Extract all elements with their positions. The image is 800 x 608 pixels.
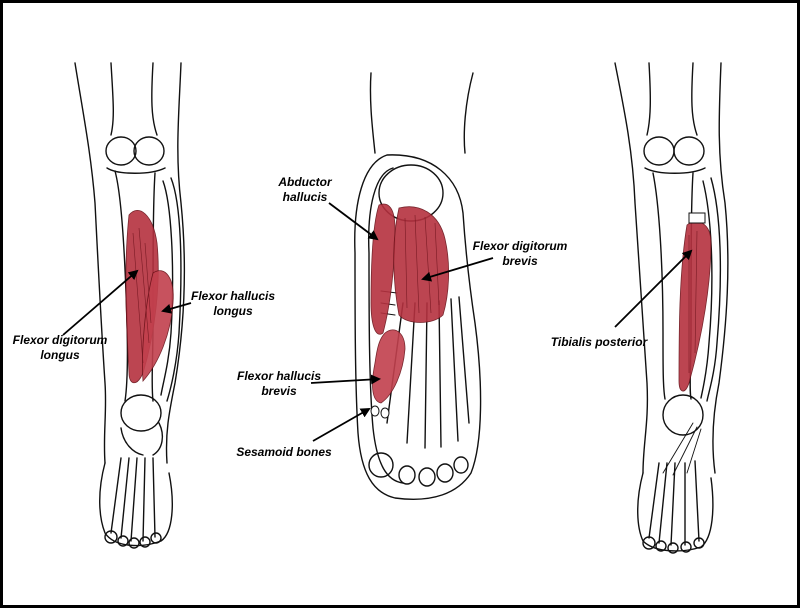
label-line: longus	[40, 348, 80, 362]
sesamoid-bone	[380, 407, 390, 419]
flexor-digitorum-brevis-muscle	[393, 206, 450, 323]
pointer-flexor-hallucis-brevis	[310, 374, 381, 385]
pointer-tibialis-posterior	[614, 249, 693, 328]
sesamoid-bone	[370, 405, 380, 417]
label-line: Flexor digitorum	[12, 333, 108, 347]
label-line: brevis	[261, 384, 297, 398]
left-leg-muscles	[125, 209, 174, 384]
label-line: brevis	[502, 254, 538, 268]
label-abductor-hallucis: Abductor hallucis	[265, 175, 345, 205]
label-line: longus	[213, 304, 253, 318]
label-flexor-digitorum-brevis: Flexor digitorum brevis	[465, 239, 575, 269]
tibialis-origin-notch	[688, 212, 706, 224]
diagram-panel: Flexor digitorum longus Flexor hallucis …	[3, 3, 797, 605]
label-line: Flexor hallucis	[236, 369, 322, 383]
label-flexor-hallucis-brevis: Flexor hallucis brevis	[229, 369, 329, 399]
label-line: Tibialis posterior	[550, 335, 648, 349]
label-line: Sesamoid bones	[236, 445, 332, 459]
label-line: Flexor hallucis	[190, 289, 276, 303]
pointer-flexor-digitorum-brevis	[421, 257, 494, 282]
tibialis-posterior-muscle	[678, 221, 712, 392]
pointer-flexor-digitorum-longus	[62, 269, 139, 336]
right-leg-muscles	[678, 212, 712, 392]
label-sesamoid-bones: Sesamoid bones	[229, 445, 339, 460]
label-tibialis-posterior: Tibialis posterior	[543, 335, 655, 350]
label-flexor-hallucis-longus: Flexor hallucis longus	[183, 289, 283, 319]
label-flexor-digitorum-longus: Flexor digitorum longus	[5, 333, 115, 363]
pointer-abductor-hallucis	[328, 202, 379, 241]
pointer-flexor-hallucis-longus	[161, 302, 192, 314]
flexor-hallucis-longus-muscle	[142, 270, 174, 382]
right-leg-illustration	[614, 62, 729, 554]
pointer-sesamoid-bones	[312, 408, 371, 442]
flexor-hallucis-brevis-muscle	[372, 329, 406, 404]
label-line: Abductor	[278, 175, 332, 189]
label-line: Flexor digitorum	[472, 239, 568, 253]
label-line: hallucis	[282, 190, 328, 204]
label-pointers	[62, 202, 693, 442]
anatomy-illustration	[62, 62, 729, 554]
